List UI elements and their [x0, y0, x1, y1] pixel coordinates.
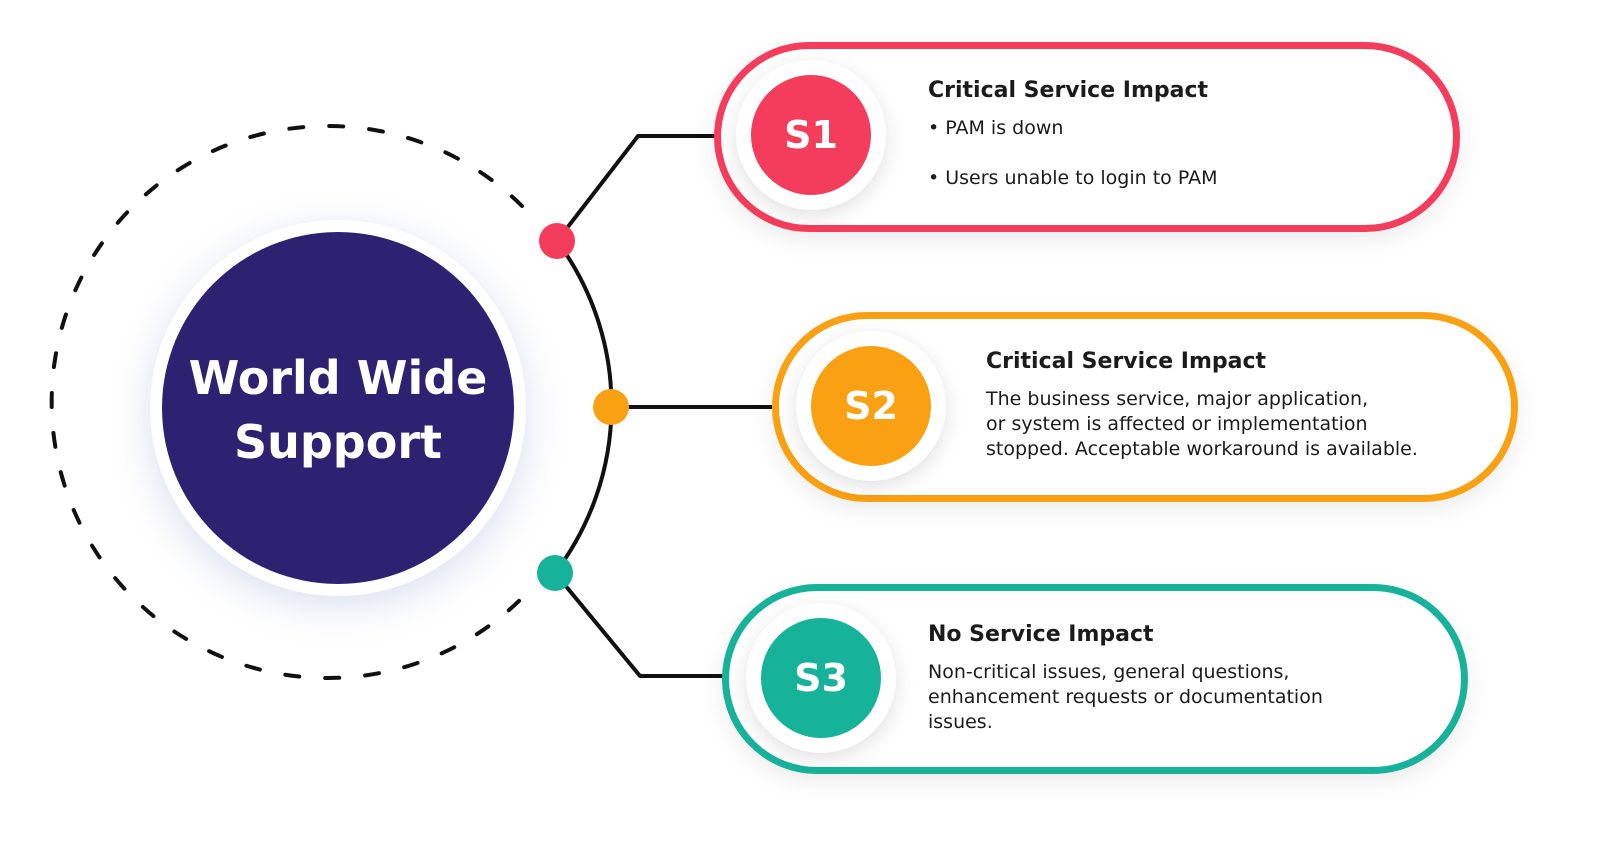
- card-s3-description: Non-critical issues, general questions, …: [928, 661, 1323, 733]
- badge-s3-ring: S3: [746, 603, 896, 753]
- hub-title: World Wide Support: [188, 351, 488, 469]
- dot-s2: [593, 389, 629, 425]
- hub-circle: World Wide Support: [162, 232, 514, 584]
- badge-s2: S2: [811, 346, 931, 466]
- badge-s1: S1: [751, 75, 871, 195]
- connector-s1: [555, 134, 716, 243]
- card-s3-content: No Service Impact Non-critical issues, g…: [928, 620, 1428, 735]
- badge-s1-ring: S1: [736, 60, 886, 210]
- badge-s2-ring: S2: [796, 331, 946, 481]
- card-s2-title: Critical Service Impact: [986, 349, 1267, 374]
- card-s1-content: Critical Service Impact PAM is down User…: [928, 76, 1428, 191]
- badge-s3: S3: [761, 618, 881, 738]
- card-s2-content: Critical Service Impact The business ser…: [986, 347, 1486, 462]
- dashed-orbit: [49, 124, 524, 680]
- dot-s1: [539, 223, 575, 259]
- card-s1-bullet: PAM is down: [928, 116, 1428, 141]
- card-s3-title: No Service Impact: [928, 622, 1154, 647]
- card-s1-title: Critical Service Impact: [928, 78, 1209, 103]
- dot-s3: [537, 555, 573, 591]
- connector-s3: [553, 571, 724, 678]
- card-s1-bullet: Users unable to login to PAM: [928, 166, 1428, 191]
- card-s2-description: The business service, major application,…: [986, 388, 1418, 460]
